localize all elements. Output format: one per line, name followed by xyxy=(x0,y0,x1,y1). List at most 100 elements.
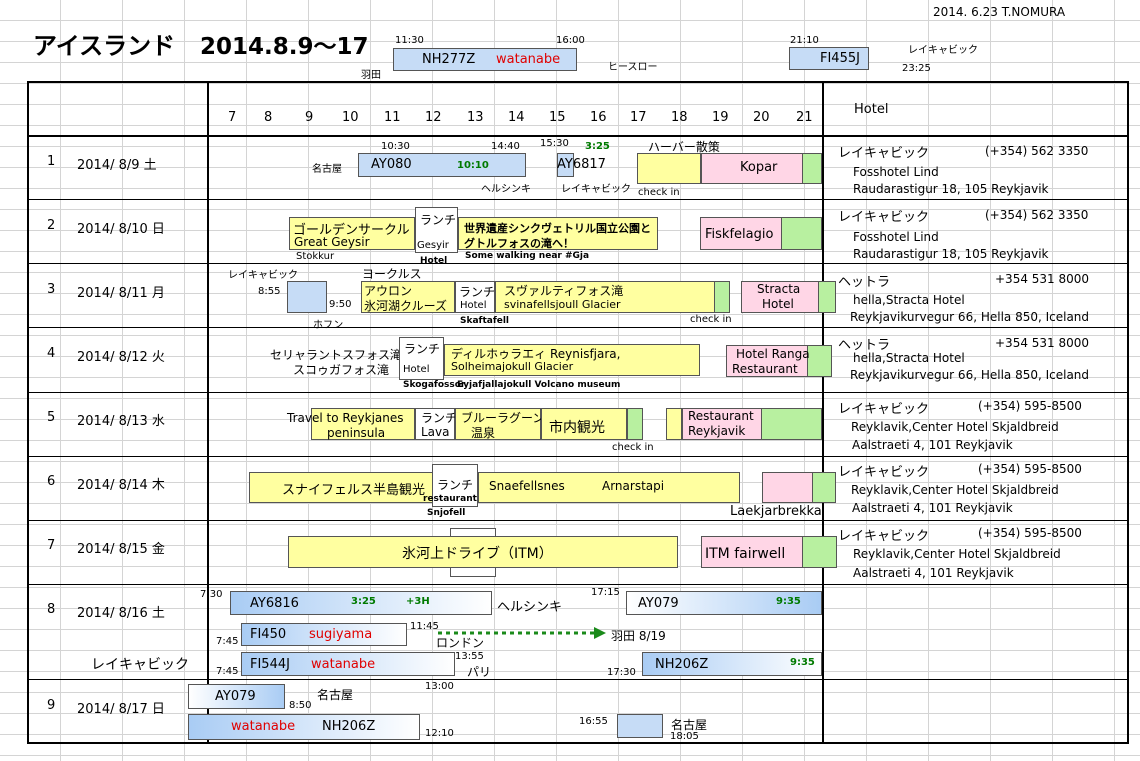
time-label: 13:00 xyxy=(425,681,454,692)
day-number: 9 xyxy=(47,698,56,713)
hour-header: 15 xyxy=(549,110,566,125)
night-block xyxy=(812,472,836,503)
night-block xyxy=(802,153,822,184)
duration-label: 3:25 xyxy=(351,596,376,607)
day-number: 7 xyxy=(47,538,56,553)
hotel-address: Aalstraeti 4, 101 Reykjavik xyxy=(853,566,1014,580)
activity-eyjafjallajokull: Eyjafjallajokull Volcano museum xyxy=(457,380,621,390)
row-border xyxy=(27,263,1129,264)
day-date: 2014/ 8/15 金 xyxy=(77,542,165,557)
hotel-tel: (+354) 595-8500 xyxy=(978,462,1082,476)
hour-header: 12 xyxy=(425,110,442,125)
night-block xyxy=(802,536,837,568)
activity-thingvellir: 世界遺産シンクヴェトリル国立公園と xyxy=(464,222,651,235)
dinner-restaurant: Restaurant xyxy=(732,362,798,376)
table-right-border xyxy=(1127,81,1129,744)
date-range: 2014.8.9～17 xyxy=(200,34,369,60)
time-label: 7:30 xyxy=(200,589,223,600)
time-label: 9:35 xyxy=(776,596,801,607)
place-hofn: ホフン xyxy=(313,320,344,331)
activity-reykjanes-overlay: Travel to Reykjanes xyxy=(287,411,404,425)
activity-block xyxy=(666,408,682,440)
night-block xyxy=(781,217,822,250)
flight-bar-fi450 xyxy=(241,623,407,646)
day-number: 8 xyxy=(47,602,56,617)
hotel-name: hella,Stracta Hotel xyxy=(853,351,965,365)
dinner-block xyxy=(682,408,762,440)
hotel-address: Aalstraeti 4, 101 Reykjavik xyxy=(852,438,1013,452)
dinner-laekjarbrekka: Laekjarbrekka xyxy=(730,504,822,519)
lunch-block xyxy=(415,207,458,253)
hotel-column-border xyxy=(822,81,824,744)
flight-ay080: AY080 xyxy=(371,157,412,172)
schedule-left-border xyxy=(207,81,209,744)
flight-bar-ay080 xyxy=(358,153,526,177)
day-date: 2014/ 8/11 月 xyxy=(77,286,165,301)
hour-header: 17 xyxy=(630,110,647,125)
hour-header: 21 xyxy=(796,110,813,125)
transfer-arrow-icon xyxy=(438,627,606,639)
activity-block xyxy=(541,408,627,440)
place-nagoya: 名古屋 xyxy=(312,164,342,175)
time-label: 12:10 xyxy=(425,728,454,739)
table-bottom-border xyxy=(27,742,1129,744)
time-label: 18:05 xyxy=(670,731,699,742)
day-date: 2014/ 8/17 日 xyxy=(77,702,165,717)
flight-ay079: AY079 xyxy=(215,689,256,704)
place-nagoya: 名古屋 xyxy=(317,688,354,702)
hotel-name: Fosshotel Lind xyxy=(853,165,939,179)
f2-dep-time: 21:10 xyxy=(790,35,819,46)
hotel-name: Reyklavik,Center Hotel Skjaldbreid xyxy=(851,483,1059,497)
lunch-place: Gesyir xyxy=(417,240,449,251)
duration-label: 3:25 xyxy=(585,141,610,152)
table-left-border xyxy=(27,81,29,744)
flight-bar-ay6816 xyxy=(230,591,492,615)
activity-snaefellsnes: Snaefellsnes xyxy=(489,479,565,493)
lunch-block xyxy=(455,281,495,313)
dinner-block xyxy=(701,536,803,568)
place-reykjavik: レイキャビック xyxy=(561,184,631,195)
activity-harbor-walk: ハーバー散策 xyxy=(648,140,720,154)
activity-block xyxy=(444,344,700,376)
time-label: 7:45 xyxy=(216,666,239,677)
activity-block xyxy=(478,472,740,503)
activity-svinafell: svinafellsjoull Glacier xyxy=(504,298,621,311)
flight-bar-ay6817 xyxy=(557,153,574,177)
activity-glacier-lagoon: 氷河湖クルーズ xyxy=(364,299,448,313)
hotel-name: hella,Stracta Hotel xyxy=(853,293,965,307)
flight-ay079: AY079 xyxy=(638,596,679,611)
place-paris: パリ xyxy=(467,665,492,679)
activity-arnarstapi: Arnarstapi xyxy=(602,479,665,493)
hour-header: 18 xyxy=(671,110,688,125)
activity-gullfoss: グトルフォスの滝へ！ xyxy=(464,237,574,250)
header-row-border xyxy=(27,135,1129,137)
hotel-tel: (+354) 562 3350 xyxy=(985,208,1089,222)
activity-glacier-drive: 氷河上ドライブ（ITM） xyxy=(402,546,553,562)
dinner-ranga: Hotel Ranga xyxy=(736,347,810,361)
place-stokkur: Stokkur xyxy=(296,251,335,262)
place-skaftafell: Skaftafell xyxy=(460,316,510,326)
hotel-address: Reykjavikurvegur 66, Hella 850, Iceland xyxy=(850,368,1090,382)
time-label: 7:45 xyxy=(216,636,239,647)
time-label: 9:50 xyxy=(329,299,352,310)
check-in-label: check in xyxy=(638,187,680,198)
flight-fi544j: FI544J xyxy=(250,657,290,672)
lunch-label: ランチ xyxy=(421,411,458,425)
hotel-name: Reyklavik,Center Hotel Skjaldbreid xyxy=(851,420,1059,434)
night-block xyxy=(627,408,643,440)
lunch-place: Lava xyxy=(421,425,450,439)
row-border xyxy=(27,520,1129,521)
lunch-label: ランチ xyxy=(459,285,496,299)
via-heathrow: ヒースロー xyxy=(608,62,658,73)
hour-header: 19 xyxy=(712,110,729,125)
dinner-hotel: Hotel xyxy=(762,297,794,311)
time-label: 8:50 xyxy=(289,700,312,711)
lunch-place: Hotel xyxy=(460,300,487,311)
time-diff-label: +3H xyxy=(406,596,430,607)
check-in-label: check in xyxy=(690,314,732,325)
activity-seljalandsfoss: セリャラントスフォス滝 xyxy=(270,348,403,362)
hour-header: 9 xyxy=(305,110,314,125)
traveler-watanabe: watanabe xyxy=(496,52,561,67)
duration-label: 10:10 xyxy=(457,160,489,171)
activity-dyrholaey: ディルホゥラエィ Reynisfjara, xyxy=(451,347,621,361)
